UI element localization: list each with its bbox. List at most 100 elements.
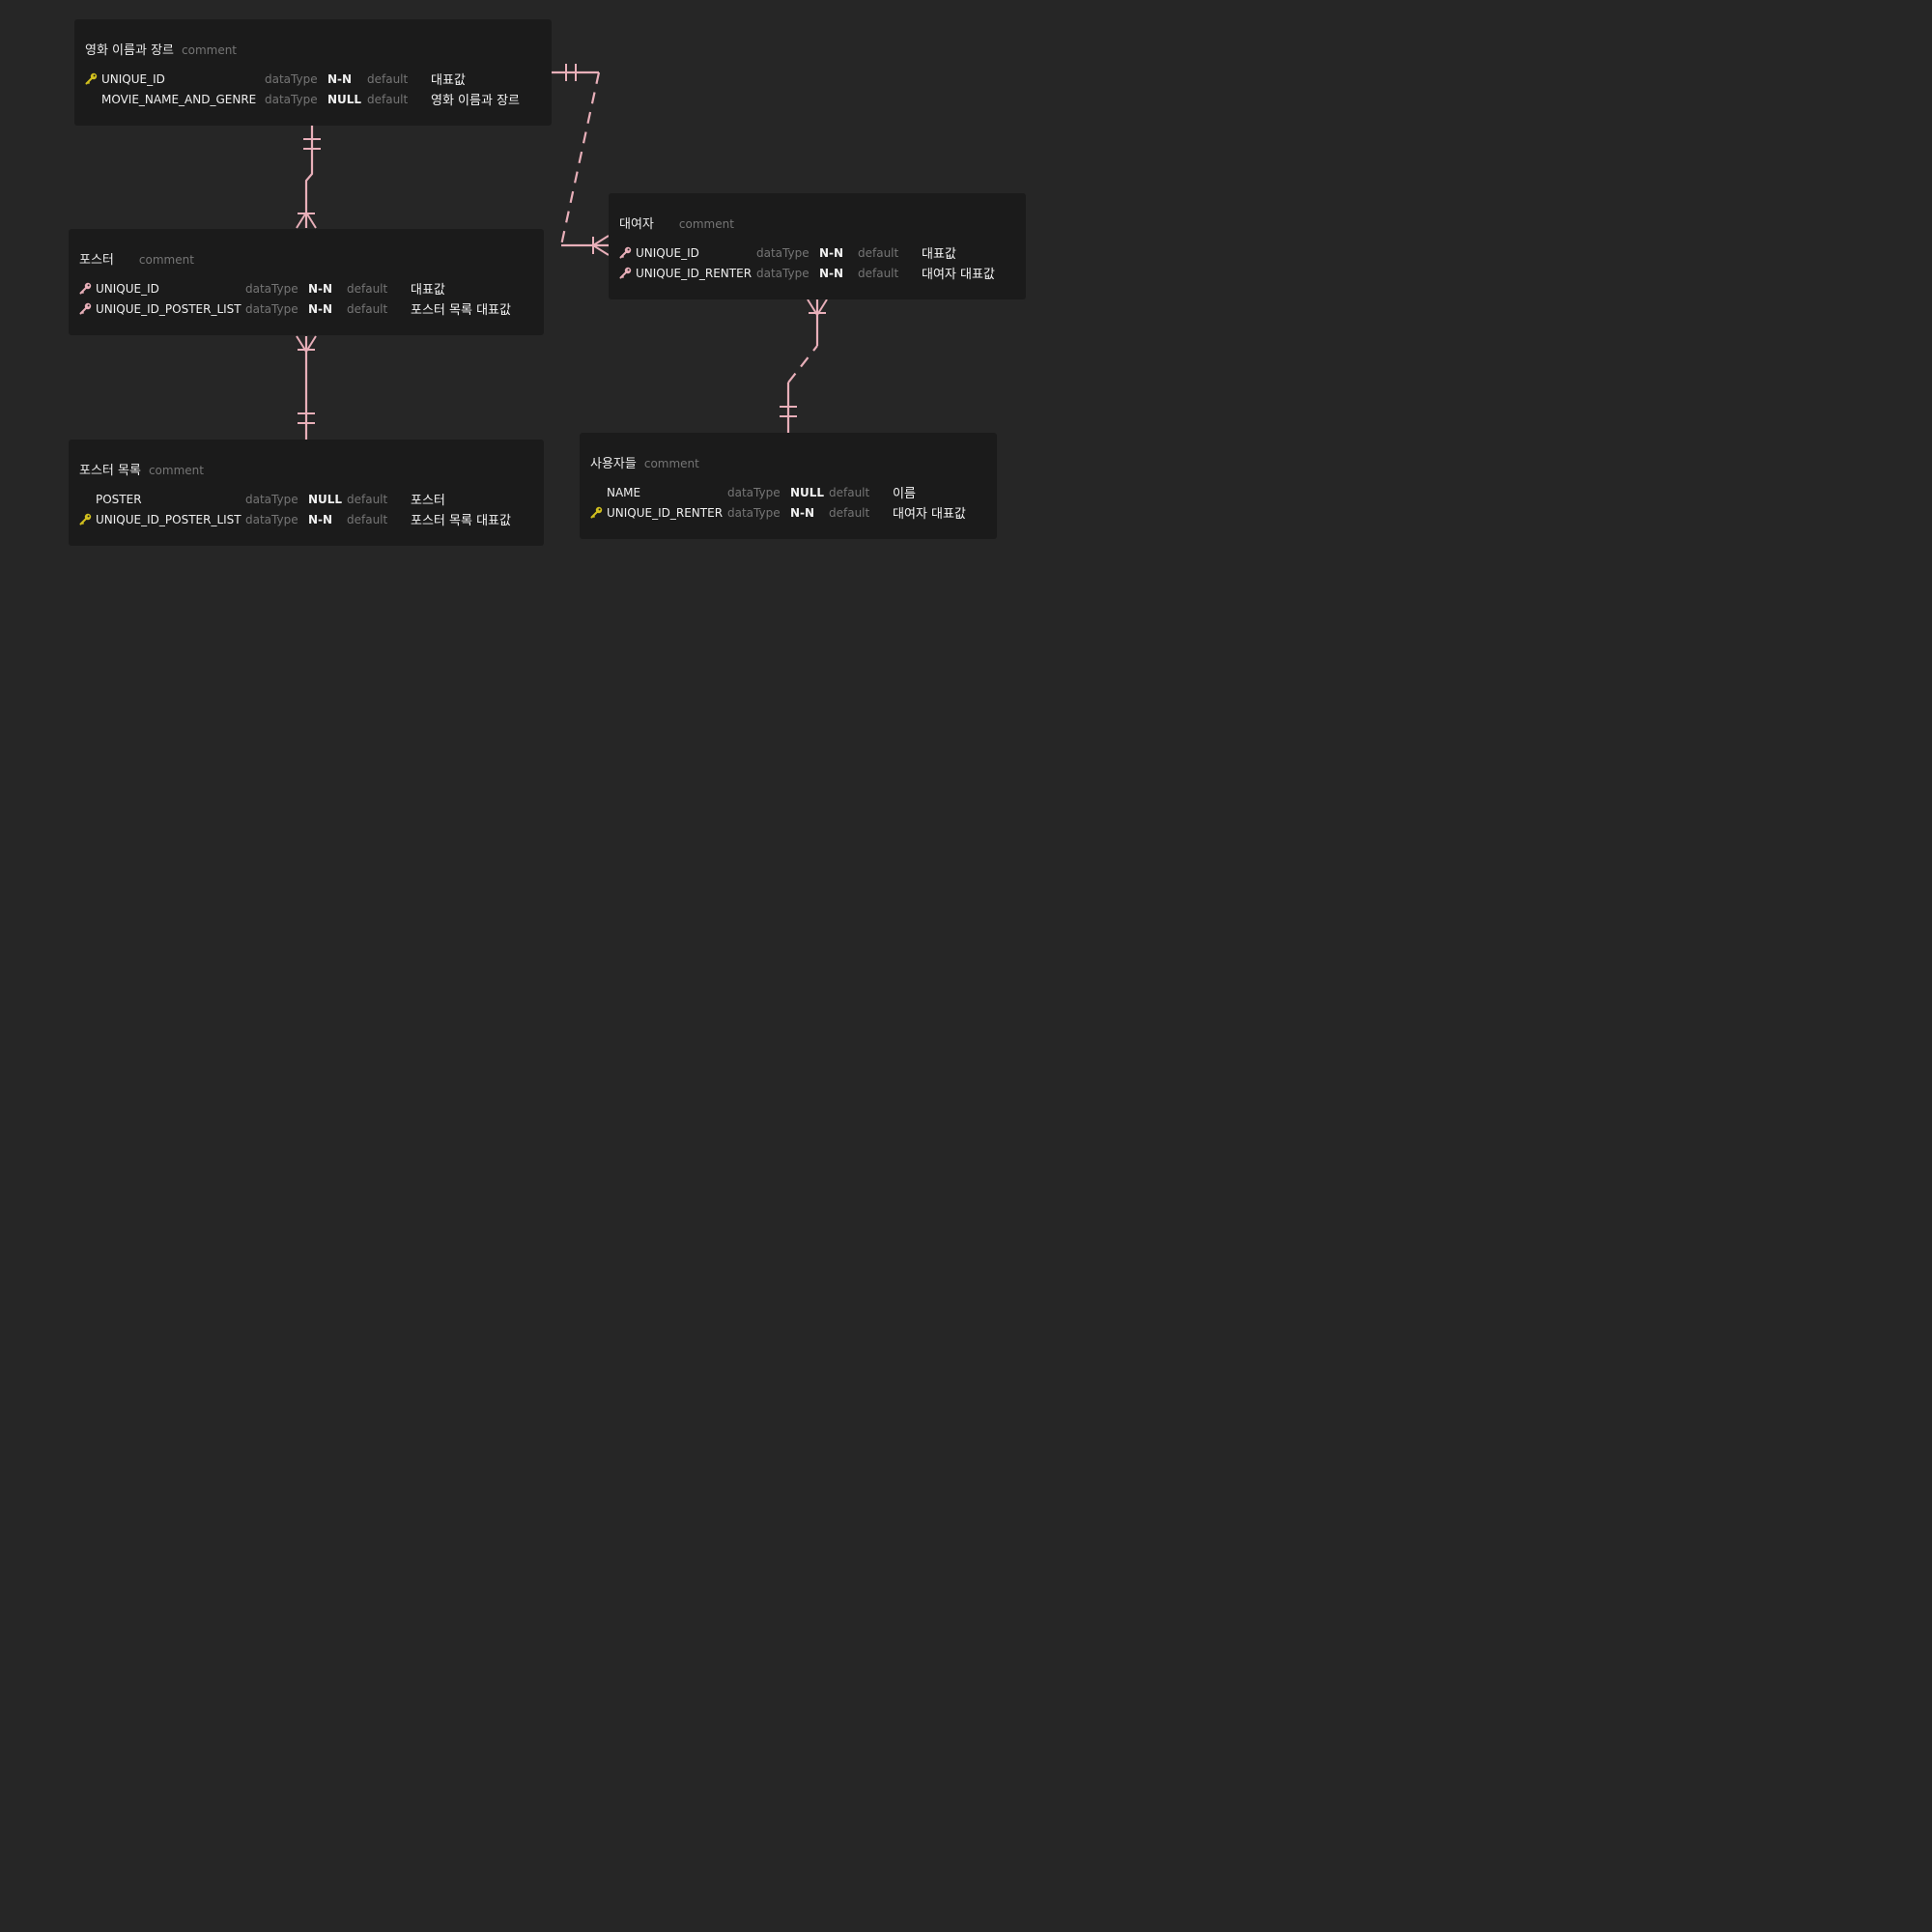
primary-foreign-key-icon xyxy=(79,302,96,316)
crowfoot-left xyxy=(296,212,307,229)
relationship-movie-poster[interactable] xyxy=(296,126,321,229)
column-nullable[interactable]: NULL xyxy=(790,485,825,499)
column-default[interactable]: default xyxy=(347,512,388,526)
column-row[interactable]: POSTER dataType NULL default 포스터 xyxy=(79,489,533,509)
column-default[interactable]: default xyxy=(829,485,870,499)
column-row[interactable]: NAME dataType NULL default 이름 xyxy=(590,482,986,502)
column-comment[interactable]: 포스터 목록 대표값 xyxy=(411,514,511,528)
crowfoot-right xyxy=(816,298,828,316)
column-nullable[interactable]: N-N xyxy=(308,512,333,526)
relationship-line-dashed xyxy=(559,71,601,246)
column-comment[interactable]: 이름 xyxy=(893,487,916,501)
column-comment[interactable]: 대표값 xyxy=(431,73,466,88)
crowfoot-left xyxy=(296,335,307,353)
crowfoot-right xyxy=(305,335,317,353)
column-nullable[interactable]: N-N xyxy=(308,281,333,296)
column-default[interactable]: default xyxy=(829,505,870,520)
table-name: 영화 이름과 장르 xyxy=(85,43,174,58)
column-datatype[interactable]: dataType xyxy=(756,245,810,260)
column-datatype[interactable]: dataType xyxy=(265,71,318,86)
column-comment[interactable]: 대표값 xyxy=(922,247,956,262)
column-datatype[interactable]: dataType xyxy=(756,266,810,280)
column-datatype[interactable]: dataType xyxy=(727,485,781,499)
table-comment[interactable]: comment xyxy=(148,464,204,477)
table-name: 대여자 xyxy=(619,217,654,232)
column-datatype[interactable]: dataType xyxy=(265,92,318,106)
table-comment[interactable]: comment xyxy=(678,217,734,231)
relationship-users-renter[interactable] xyxy=(780,298,828,433)
key-slot-empty xyxy=(85,93,101,106)
table-poster-list[interactable]: 포스터 목록 comment POSTER dataType NULL default… xyxy=(69,440,544,546)
column-nullable[interactable]: NULL xyxy=(308,492,343,506)
column-row[interactable]: UNIQUE_ID dataType N-N default 대표값 xyxy=(79,278,533,298)
table-name: 사용자들 xyxy=(590,457,637,471)
column-row[interactable]: UNIQUE_ID dataType N-N default 대표값 xyxy=(619,242,1015,263)
relationship-line xyxy=(304,126,314,228)
column-comment[interactable]: 대여자 대표값 xyxy=(893,507,966,522)
column-name[interactable]: UNIQUE_ID xyxy=(636,245,699,260)
crowfoot-top xyxy=(592,235,610,246)
crowfoot-right xyxy=(305,212,317,229)
primary-foreign-key-icon xyxy=(79,282,96,296)
column-name[interactable]: UNIQUE_ID_RENTER xyxy=(607,505,724,520)
primary-key-icon xyxy=(85,72,101,86)
column-name[interactable]: POSTER xyxy=(96,492,142,506)
column-nullable[interactable]: N-N xyxy=(327,71,353,86)
column-datatype[interactable]: dataType xyxy=(245,492,298,506)
relationship-movie-renter[interactable] xyxy=(552,64,610,256)
column-row[interactable]: UNIQUE_ID dataType N-N default 대표값 xyxy=(85,69,541,89)
column-comment[interactable]: 포스터 목록 대표값 xyxy=(411,303,511,318)
column-nullable[interactable]: N-N xyxy=(790,505,815,520)
relationship-line-dashed xyxy=(787,345,818,384)
column-comment[interactable]: 영화 이름과 장르 xyxy=(431,94,520,108)
column-name[interactable]: UNIQUE_ID xyxy=(101,71,165,86)
column-datatype[interactable]: dataType xyxy=(245,281,298,296)
column-nullable[interactable]: NULL xyxy=(327,92,362,106)
column-datatype[interactable]: dataType xyxy=(727,505,781,520)
table-movie[interactable]: 영화 이름과 장르 comment UNIQUE_ID dataType N-N de… xyxy=(74,19,552,126)
column-name[interactable]: UNIQUE_ID_RENTER xyxy=(636,266,753,280)
column-default[interactable]: default xyxy=(367,71,409,86)
column-default[interactable]: default xyxy=(367,92,409,106)
column-comment[interactable]: 포스터 xyxy=(411,494,445,508)
column-default[interactable]: default xyxy=(858,266,899,280)
column-name[interactable]: UNIQUE_ID_POSTER_LIST xyxy=(96,512,242,526)
table-comment[interactable]: comment xyxy=(182,43,238,57)
relationship-posterlist-poster[interactable] xyxy=(296,335,317,440)
column-comment[interactable]: 대여자 대표값 xyxy=(922,268,995,282)
column-nullable[interactable]: N-N xyxy=(819,266,844,280)
column-name[interactable]: UNIQUE_ID xyxy=(96,281,159,296)
column-default[interactable]: default xyxy=(347,301,388,316)
table-header: 영화 이름과 장르 comment xyxy=(85,40,541,59)
column-name[interactable]: NAME xyxy=(607,485,641,499)
crowfoot-bottom xyxy=(592,244,610,256)
primary-key-icon xyxy=(590,506,607,520)
column-datatype[interactable]: dataType xyxy=(245,512,298,526)
column-nullable[interactable]: N-N xyxy=(819,245,844,260)
column-default[interactable]: default xyxy=(347,492,388,506)
table-comment[interactable]: comment xyxy=(138,253,194,267)
column-default[interactable]: default xyxy=(858,245,899,260)
primary-foreign-key-icon xyxy=(619,246,636,260)
column-comment[interactable]: 대표값 xyxy=(411,283,445,298)
table-comment[interactable]: comment xyxy=(643,457,699,470)
table-name: 포스터 xyxy=(79,253,114,268)
column-name[interactable]: MOVIE_NAME_AND_GENRE xyxy=(101,92,257,106)
column-datatype[interactable]: dataType xyxy=(245,301,298,316)
column-name[interactable]: UNIQUE_ID_POSTER_LIST xyxy=(96,301,242,316)
primary-key-icon xyxy=(79,513,96,526)
table-header: 포스터 comment xyxy=(79,249,533,269)
key-slot-empty xyxy=(79,493,96,506)
column-row[interactable]: MOVIE_NAME_AND_GENRE dataType NULL default 영… xyxy=(85,89,541,109)
column-nullable[interactable]: N-N xyxy=(308,301,333,316)
column-default[interactable]: default xyxy=(347,281,388,296)
table-name: 포스터 목록 xyxy=(79,464,141,478)
